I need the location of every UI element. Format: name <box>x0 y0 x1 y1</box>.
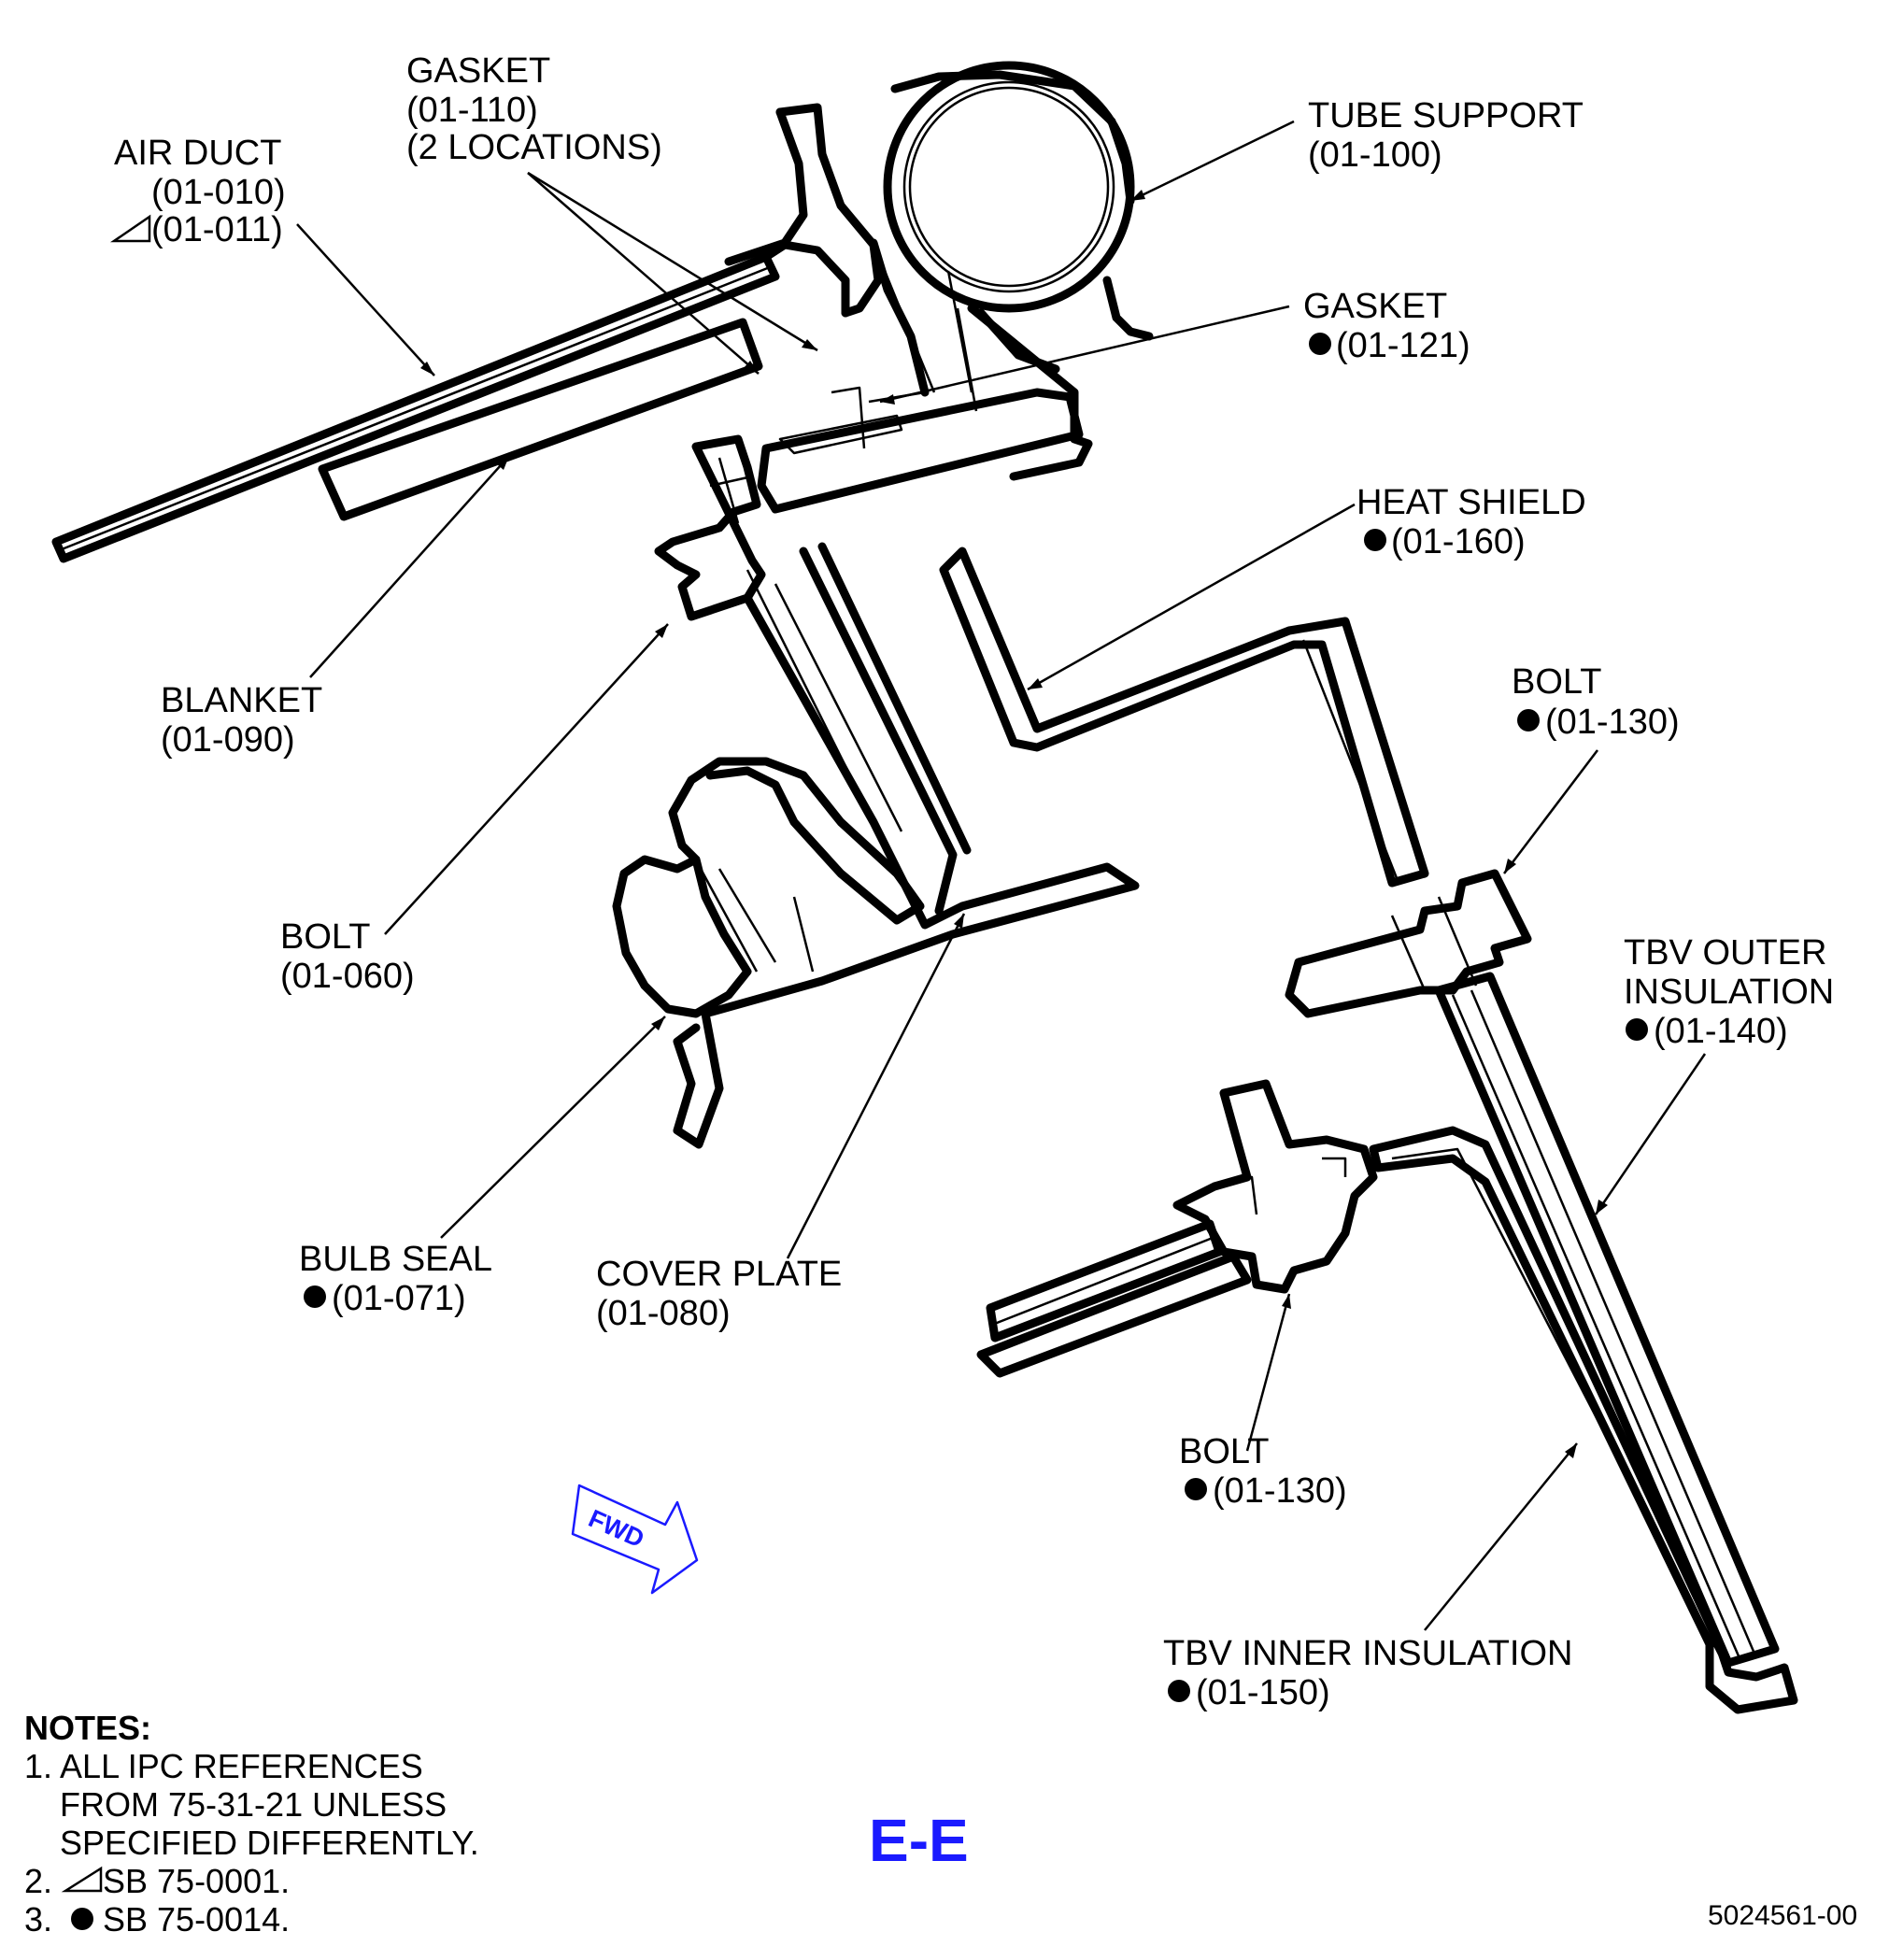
forward-arrow-icon <box>571 1484 699 1595</box>
notes-block: NOTES: 1. ALL IPC REFERENCES FROM 75-31-… <box>24 1709 479 1939</box>
cover-plate-part <box>673 542 1140 1149</box>
svg-text:(01-160): (01-160) <box>1391 522 1526 561</box>
triangle-effectivity-icon <box>61 1866 103 1893</box>
svg-text:SB 75-0001.: SB 75-0001. <box>103 1862 290 1900</box>
svg-text:NOTES:: NOTES: <box>24 1709 151 1747</box>
svg-text:BULB SEAL: BULB SEAL <box>299 1240 492 1279</box>
svg-text:1. ALL IPC REFERENCES: 1. ALL IPC REFERENCES <box>24 1747 423 1785</box>
filled-circle-effectivity-icon <box>1626 1018 1648 1041</box>
label-heat-shield: HEAT SHIELD (01-160) <box>1356 483 1586 561</box>
svg-text:(01-100): (01-100) <box>1308 135 1442 175</box>
svg-text:(01-060): (01-060) <box>280 957 415 996</box>
leader-lines <box>296 120 1707 1631</box>
svg-text:(2 LOCATIONS): (2 LOCATIONS) <box>406 128 662 167</box>
fwd-arrow: FWD <box>571 1484 699 1595</box>
label-blanket: BLANKET (01-090) <box>161 681 322 760</box>
svg-text:SB 75-0014.: SB 75-0014. <box>103 1900 290 1939</box>
bolt-130-upper-part <box>1285 869 1532 1018</box>
filled-circle-effectivity-icon <box>1168 1680 1190 1702</box>
bolt-130-lower-part <box>1172 1079 1378 1294</box>
svg-text:TBV OUTER: TBV OUTER <box>1624 933 1826 973</box>
tbv-inner-insulation-part <box>1369 1126 1798 1714</box>
svg-text:(01-110): (01-110) <box>406 91 538 130</box>
svg-text:HEAT SHIELD: HEAT SHIELD <box>1356 483 1586 522</box>
svg-text:GASKET: GASKET <box>1303 287 1447 326</box>
label-gasket-110: GASKET (01-110) (2 LOCATIONS) <box>406 51 662 167</box>
filled-circle-effectivity-icon <box>1185 1478 1207 1500</box>
svg-text:(01-130): (01-130) <box>1545 703 1680 742</box>
svg-text:(01-071): (01-071) <box>332 1279 466 1318</box>
svg-text:COVER PLATE: COVER PLATE <box>596 1255 842 1294</box>
svg-text:BLANKET: BLANKET <box>161 681 322 720</box>
svg-text:BOLT: BOLT <box>1512 662 1601 702</box>
svg-text:BOLT: BOLT <box>280 917 370 957</box>
svg-text:TBV INNER INSULATION: TBV INNER INSULATION <box>1163 1634 1572 1673</box>
filled-circle-effectivity-icon <box>1364 529 1386 551</box>
triangle-effectivity-icon <box>109 214 151 243</box>
svg-text:TUBE SUPPORT: TUBE SUPPORT <box>1308 96 1584 135</box>
svg-text:(01-090): (01-090) <box>161 720 295 760</box>
blanket-part <box>318 318 763 521</box>
gasket-121-part <box>757 386 1084 514</box>
filled-circle-effectivity-icon <box>71 1908 93 1930</box>
filled-circle-effectivity-icon <box>1309 333 1331 355</box>
label-tbv-inner-insulation: TBV INNER INSULATION (01-150) <box>1163 1634 1572 1712</box>
label-tube-support: TUBE SUPPORT (01-100) <box>1308 96 1584 175</box>
label-bulb-seal: BULB SEAL (01-071) <box>299 1240 492 1318</box>
tube-support-part <box>869 61 1154 412</box>
svg-text:(01-010): (01-010) <box>151 173 286 212</box>
svg-text:AIR DUCT: AIR DUCT <box>114 134 281 173</box>
svg-text:2.: 2. <box>24 1862 52 1900</box>
svg-text:3.: 3. <box>24 1900 52 1939</box>
svg-text:SPECIFIED DIFFERENTLY.: SPECIFIED DIFFERENTLY. <box>60 1824 479 1862</box>
label-bolt-130-lower: BOLT (01-130) <box>1179 1432 1347 1511</box>
filled-circle-effectivity-icon <box>304 1285 326 1308</box>
svg-text:(01-130): (01-130) <box>1213 1471 1347 1511</box>
view-label: E-E <box>869 1807 969 1874</box>
filled-circle-effectivity-icon <box>1517 709 1540 731</box>
label-bolt-130-upper: BOLT (01-130) <box>1512 662 1680 742</box>
svg-text:(01-121): (01-121) <box>1336 326 1470 365</box>
svg-text:(01-080): (01-080) <box>596 1294 731 1333</box>
label-bolt-060: BOLT (01-060) <box>280 917 415 996</box>
label-cover-plate: COVER PLATE (01-080) <box>596 1255 842 1333</box>
svg-text:INSULATION: INSULATION <box>1624 973 1834 1012</box>
label-air-duct: AIR DUCT (01-010) (01-011) <box>109 134 286 249</box>
heat-shield-part <box>939 547 1429 888</box>
figure-number: 5024561-00 <box>1708 1900 1857 1931</box>
svg-text:FROM 75-31-21 UNLESS: FROM 75-31-21 UNLESS <box>60 1785 447 1824</box>
svg-text:(01-150): (01-150) <box>1196 1673 1330 1712</box>
svg-text:(01-011): (01-011) <box>151 210 283 249</box>
svg-text:(01-140): (01-140) <box>1654 1012 1788 1051</box>
label-tbv-outer-insulation: TBV OUTER INSULATION (01-140) <box>1624 933 1834 1051</box>
tbv-outer-insulation-part <box>1434 972 1780 1668</box>
svg-text:BOLT: BOLT <box>1179 1432 1269 1471</box>
svg-text:GASKET: GASKET <box>406 51 550 91</box>
lower-duct-part <box>976 1219 1252 1378</box>
bolt-060-part <box>654 434 766 621</box>
bulb-seal-part <box>612 757 925 1018</box>
label-gasket-121: GASKET (01-121) <box>1303 287 1470 365</box>
